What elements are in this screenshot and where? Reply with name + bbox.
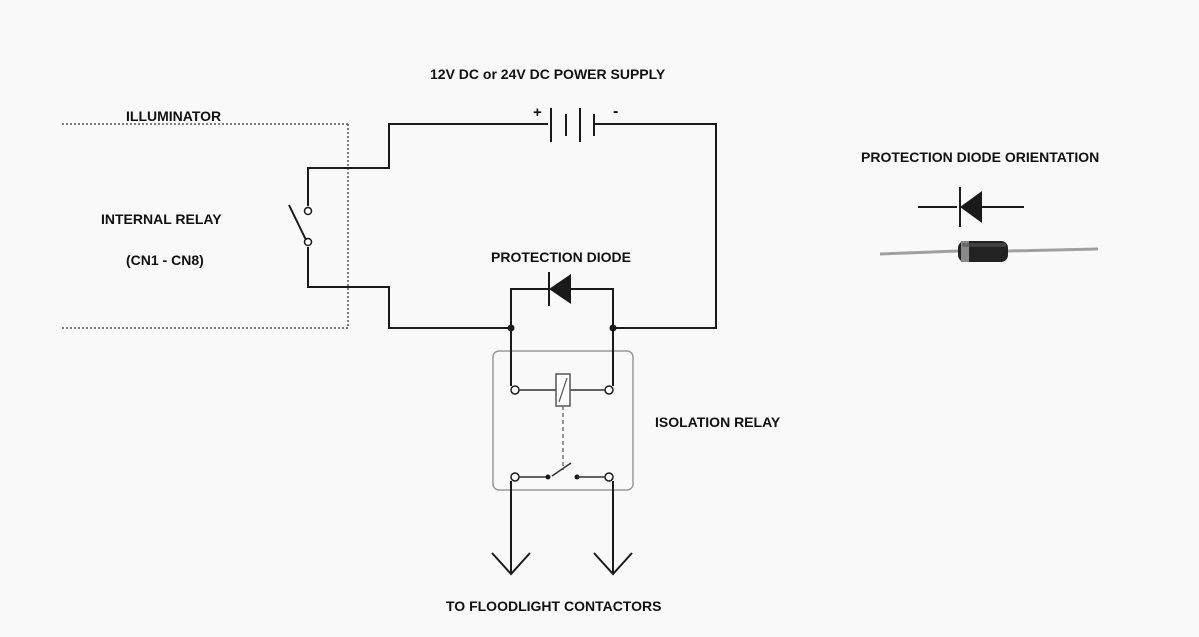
positive-terminal-label: + xyxy=(533,104,542,121)
floodlight-output-arrows xyxy=(491,481,633,576)
diode-orientation-label: PROTECTION DIODE ORIENTATION xyxy=(861,149,1100,165)
internal-relay-switch xyxy=(288,123,548,329)
power-supply-label: 12V DC or 24V DC POWER SUPPLY xyxy=(430,66,666,82)
isolation-relay-label: ISOLATION RELAY xyxy=(655,414,781,430)
physical-diode-image xyxy=(879,241,1099,262)
protection-diode-label: PROTECTION DIODE xyxy=(491,249,632,265)
battery-symbol xyxy=(550,108,717,329)
illuminator-label: ILLUMINATOR xyxy=(126,108,222,124)
illuminator-boundary xyxy=(62,123,349,329)
orientation-diode-symbol xyxy=(918,187,1024,227)
negative-terminal-label: - xyxy=(613,103,619,120)
floodlight-contactors-label: TO FLOODLIGHT CONTACTORS xyxy=(446,598,662,614)
protection-diode-symbol xyxy=(507,272,617,332)
cn-range-label: (CN1 - CN8) xyxy=(126,252,204,268)
isolation-relay-box xyxy=(492,328,634,491)
internal-relay-label: INTERNAL RELAY xyxy=(101,211,222,227)
